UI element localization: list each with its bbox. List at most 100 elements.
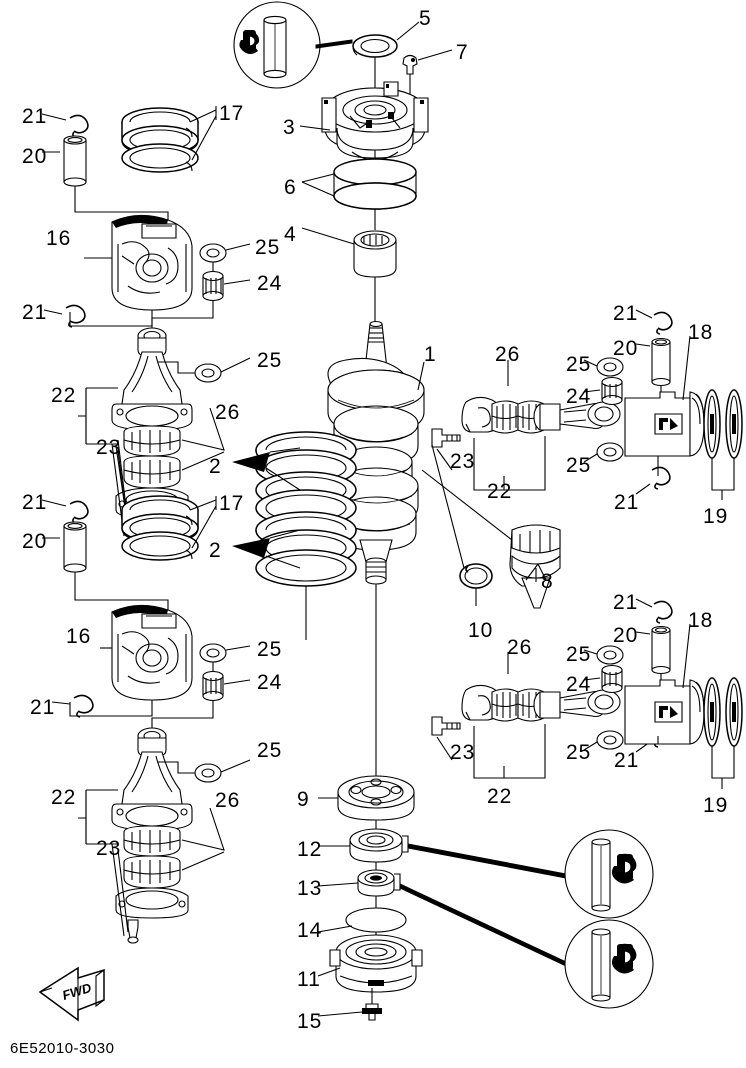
part-crankshaft-1 <box>327 320 425 790</box>
part-washer-25-ur-top <box>583 357 624 377</box>
part-circlip-21-ll-2 <box>51 694 94 718</box>
group-upper-left-piston <box>41 106 217 328</box>
callout-20-ul: 20 <box>22 145 48 168</box>
callout-25-lr-a: 25 <box>566 643 592 666</box>
part-circlip-21-ur-bot <box>635 466 671 495</box>
callout-26-lr-a: 26 <box>507 636 533 659</box>
part-needle-bearing-24-ur <box>583 376 623 406</box>
part-bearing-12 <box>318 828 567 879</box>
callout-21-lr-bot: 21 <box>614 749 640 772</box>
callout-18-upper-right: 18 <box>688 321 714 344</box>
part-piston-rings-2-upper <box>232 431 357 527</box>
group-conrod-lower-left <box>78 727 251 944</box>
callout-24-ll: 24 <box>257 671 283 694</box>
callout-25-ul-a: 25 <box>255 236 281 259</box>
callout-25-lr-b: 25 <box>566 741 592 764</box>
part-needle-bearing-4 <box>301 227 397 330</box>
callout-13: 13 <box>297 877 323 900</box>
callout-24-lr: 24 <box>566 673 592 696</box>
part-washer-25-ul <box>199 243 251 272</box>
callout-15: 15 <box>297 1010 323 1033</box>
callout-23-ur: 23 <box>450 450 476 473</box>
callout-22-ll: 22 <box>51 786 77 809</box>
callout-4: 4 <box>284 223 297 246</box>
part-washer-25-lr-bot <box>583 730 624 751</box>
callout-14: 14 <box>297 919 323 942</box>
callout-26-ul: 26 <box>215 401 241 424</box>
callout-5: 5 <box>419 7 432 30</box>
detail-circle-top <box>233 1 353 89</box>
part-circlip-21-ul <box>41 113 89 138</box>
callout-12: 12 <box>297 838 323 861</box>
part-circlip-21-ur-top <box>635 309 673 335</box>
callout-16-lower-left: 16 <box>66 625 92 648</box>
callout-21-lr-top: 21 <box>613 591 639 614</box>
part-washer-25-lr-top <box>583 645 624 665</box>
part-bearing-cage-8 <box>421 469 561 609</box>
part-connecting-rod-lr <box>533 689 621 719</box>
part-piston-18-ur <box>624 335 705 476</box>
part-circlip-21-ul-2 <box>43 304 86 328</box>
callout-25-ur-a: 25 <box>566 353 592 376</box>
callout-3: 3 <box>283 116 296 139</box>
callout-22-ul: 22 <box>51 384 77 407</box>
part-ball-bearing-9 <box>318 775 415 834</box>
callout-16-upper-left: 16 <box>46 227 72 250</box>
callout-22-lr: 22 <box>487 785 513 808</box>
part-piston-rings-17-ll <box>121 495 217 561</box>
part-circlip-21-lr-top <box>635 598 673 624</box>
part-o-rings-6 <box>301 158 417 230</box>
part-piston-rings-19-ur <box>703 389 743 500</box>
callout-21-ur-bot: 21 <box>614 491 640 514</box>
callout-2-lower: 2 <box>209 539 222 562</box>
callout-20-ur: 20 <box>613 337 639 360</box>
part-bearing-housing-11 <box>317 934 423 1004</box>
part-needle-bearing-24-ll <box>151 670 251 732</box>
part-piston-pin-20-ur <box>635 337 671 398</box>
group-lower-right <box>431 598 743 789</box>
part-circlip-21-ll <box>41 499 89 524</box>
fwd-arrow-icon <box>38 966 105 1022</box>
callout-17-upper-left: 17 <box>219 102 245 125</box>
part-number: 6E52010-3030 <box>10 1040 115 1057</box>
callout-24-ur: 24 <box>566 385 592 408</box>
part-piston-16-ul <box>69 214 193 327</box>
part-oil-seal-5 <box>352 21 420 100</box>
callout-6: 6 <box>284 176 297 199</box>
group-lower-left-piston <box>41 495 217 718</box>
callout-17-lower-left: 17 <box>219 492 245 515</box>
detail-circle-br-1 <box>564 829 654 919</box>
part-bearing-housing-3 <box>299 81 429 168</box>
part-connecting-rod-ur <box>533 401 621 431</box>
callout-21-ll-top: 21 <box>22 491 48 514</box>
part-piston-rings-19-lr <box>703 677 743 789</box>
callout-20-lr: 20 <box>613 624 639 647</box>
part-piston-pin-20-ll <box>42 521 169 622</box>
part-washer-25-ll <box>199 643 251 672</box>
callout-11: 11 <box>297 968 321 991</box>
part-piston-rings-17-ul <box>121 106 217 173</box>
callout-23-lr: 23 <box>450 741 476 764</box>
callout-1-crankshaft: 1 <box>424 343 437 366</box>
callout-20-ll: 20 <box>22 530 48 553</box>
callout-23-ll: 23 <box>96 837 122 860</box>
part-washer-25-ur-bot <box>583 442 624 463</box>
part-bolt-23-ur <box>431 428 461 471</box>
callout-25-ur-b: 25 <box>566 454 592 477</box>
part-piston-pin-20-lr <box>635 625 671 686</box>
part-circlip-10 <box>431 444 493 606</box>
callout-8: 8 <box>541 570 554 593</box>
callout-22-ur: 22 <box>487 480 513 503</box>
callout-18-lower-right: 18 <box>688 609 714 632</box>
part-bolt-23-lr <box>431 716 461 761</box>
callout-7: 7 <box>456 41 469 64</box>
part-bolt-15 <box>317 1003 382 1021</box>
callout-9: 9 <box>297 788 310 811</box>
callout-19-upper: 19 <box>703 505 729 528</box>
callout-10: 10 <box>468 619 494 642</box>
callout-25-ul-b: 25 <box>257 349 283 372</box>
part-needle-bearing-24-ul <box>151 270 251 332</box>
callout-2-upper: 2 <box>209 455 222 478</box>
